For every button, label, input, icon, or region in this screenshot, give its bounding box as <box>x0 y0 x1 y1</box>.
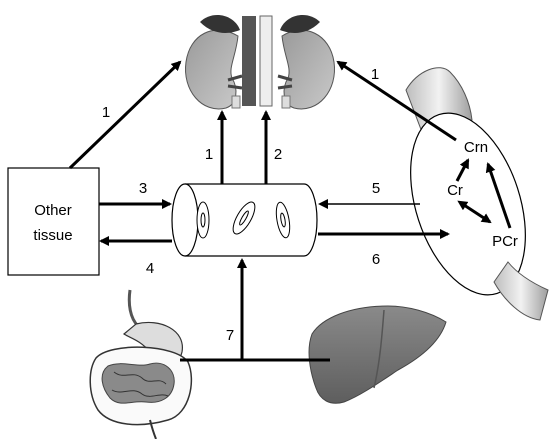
blood-vessel <box>172 184 317 256</box>
other-tissue-label-line1: Other <box>34 202 72 219</box>
pathway-label-5: 5 <box>372 180 380 197</box>
pathway-label-1-left: 1 <box>102 104 110 121</box>
other-tissue-label-line2: tissue <box>33 227 72 244</box>
phosphocreatine-label: PCr <box>492 233 518 250</box>
creatinine-label: Crn <box>464 139 488 156</box>
pathway-label-1-right: 1 <box>371 66 379 83</box>
other-tissue-box: Other tissue <box>8 168 99 275</box>
liver <box>309 306 446 403</box>
kidneys-illustration <box>185 15 334 109</box>
arrow-1-other-tissue-to-kidney <box>70 62 180 168</box>
pathway-label-7: 7 <box>226 327 234 344</box>
creatine-label: Cr <box>447 182 463 199</box>
pathway-label-6: 6 <box>372 251 380 268</box>
pathway-label-1-top: 1 <box>205 146 213 163</box>
pathway-label-3: 3 <box>139 180 147 197</box>
pathway-label-2: 2 <box>274 146 282 163</box>
skeletal-muscle: Crn Cr PCr <box>389 68 548 320</box>
pathway-label-4: 4 <box>146 260 154 277</box>
gastrointestinal-tract <box>90 290 191 439</box>
